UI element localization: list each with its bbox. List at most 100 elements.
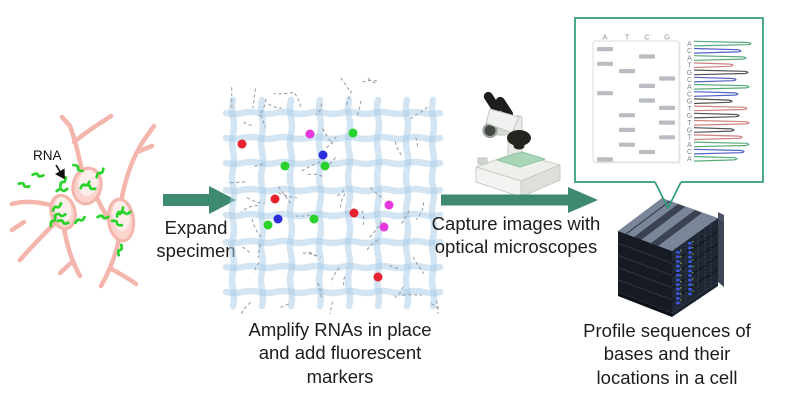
gel-band <box>597 91 613 96</box>
fluorescent-markers <box>237 128 394 282</box>
rna-mark-icon <box>115 206 125 218</box>
chromatogram-peak <box>693 55 747 61</box>
gel-band <box>597 47 613 52</box>
gel-band <box>659 76 675 81</box>
fluorescent-dot-blue <box>318 150 328 160</box>
rna-mark-icon <box>51 202 63 212</box>
gel-bands <box>597 47 675 162</box>
rna-mark-icon <box>110 219 124 227</box>
capture-arrow-icon <box>441 187 598 213</box>
fluorescent-dot-red <box>373 272 383 282</box>
gel-band <box>597 157 613 162</box>
gel-band <box>619 127 635 132</box>
expand-step-label: Expand specimen <box>156 217 236 262</box>
chromatogram-peak <box>693 127 735 133</box>
rna-mark-icon <box>31 172 45 178</box>
fluorescent-dot-red <box>349 208 359 218</box>
expand-arrow-icon <box>163 186 236 214</box>
sequence-base-letter: G <box>687 113 692 120</box>
rna-mark-icon <box>55 187 69 193</box>
gel-column-label: G <box>664 33 670 42</box>
sequence-base-letter: C <box>687 149 692 156</box>
chromatogram-peaks <box>693 40 752 162</box>
chromatogram-peak <box>693 134 743 141</box>
eyepiece-icon <box>495 96 514 119</box>
microscope-icon <box>475 91 561 198</box>
gel-band <box>639 83 655 88</box>
rna-mark-icon <box>96 214 110 220</box>
rna-label: RNA <box>33 148 62 163</box>
sequence-base-letter: A <box>687 55 692 62</box>
chromatogram-peak <box>693 47 742 54</box>
expanded-hydrogel-illustration <box>222 76 444 314</box>
chromatogram-peak <box>693 98 733 105</box>
chromatogram-peak <box>693 69 749 76</box>
eyepiece-icon <box>483 91 502 114</box>
fluorescent-dot-red <box>237 139 247 149</box>
gel-band <box>619 142 635 147</box>
fluorescent-dot-magenta <box>305 129 315 139</box>
rna-mark-icon <box>56 219 70 225</box>
sequence-base-letter: T <box>687 63 692 70</box>
hydrogel-grid <box>222 96 444 310</box>
rna-mark-icon <box>116 243 124 257</box>
chromatogram-peak <box>693 83 750 90</box>
fluorescent-dot-blue <box>273 214 283 224</box>
rna-mark-icon <box>95 167 105 179</box>
fluorescent-dot-green <box>348 128 358 138</box>
server-stack-icon <box>617 198 724 317</box>
rna-mark-icon <box>74 215 86 225</box>
bubble-pointer <box>654 181 682 210</box>
fluorescent-dot-red <box>270 194 280 204</box>
gel-band <box>639 54 655 59</box>
gel-band <box>639 149 655 155</box>
amplified-rna-squiggles <box>227 76 440 314</box>
chromatogram-peak <box>693 62 734 69</box>
gel-column-label: A <box>602 33 607 42</box>
cell-specimen-illustration <box>9 113 157 289</box>
profile-step-caption: Profile sequences of bases and their loc… <box>583 320 751 388</box>
chromatogram-peak <box>693 155 738 162</box>
gel-band <box>659 105 675 110</box>
sequence-base-letter: A <box>687 156 692 163</box>
rna-mark-icon <box>53 212 67 218</box>
rna-mark-icon <box>72 163 84 173</box>
rna-mark-icon <box>59 175 67 189</box>
chromatogram-peak <box>693 141 750 148</box>
gel-column-label: T <box>625 33 630 42</box>
chromatogram-peak <box>693 76 737 83</box>
fluorescent-dot-green <box>320 161 330 171</box>
sequence-base-letter: A <box>687 142 692 149</box>
capture-step-caption: Capture images with optical microscopes <box>431 213 601 258</box>
sequence-base-letter: G <box>687 127 692 134</box>
chromatogram-peak <box>693 105 748 112</box>
fluorescent-dot-green <box>309 214 319 224</box>
sequence-base-letter: A <box>687 41 692 48</box>
rna-mark-icon <box>118 210 132 216</box>
sequence-base-letter: T <box>687 135 692 142</box>
fluorescent-dot-magenta <box>384 200 394 210</box>
chromatogram-peak <box>693 112 740 119</box>
gel-band <box>619 69 635 74</box>
rna-molecule-marks <box>17 163 132 257</box>
chromatogram-peak <box>693 91 739 97</box>
sequence-base-letter: G <box>687 99 692 106</box>
amplify-step-caption: Amplify RNAs in place and add fluorescen… <box>248 319 432 387</box>
fluorescent-dot-magenta <box>379 222 389 232</box>
rna-pointer-arrow-icon <box>55 164 65 180</box>
stage-plate-icon <box>496 151 546 168</box>
gel-band <box>619 113 635 118</box>
gel-band <box>639 98 655 103</box>
sequence-base-letter: C <box>687 91 692 98</box>
gel-band <box>659 120 675 125</box>
chromatogram-peak <box>693 40 752 47</box>
bubble-border <box>574 17 764 183</box>
rna-mark-icon <box>49 214 57 228</box>
sequence-base-letter: C <box>687 77 692 84</box>
gel-band <box>597 61 613 66</box>
fluorescent-dot-green <box>280 161 290 171</box>
